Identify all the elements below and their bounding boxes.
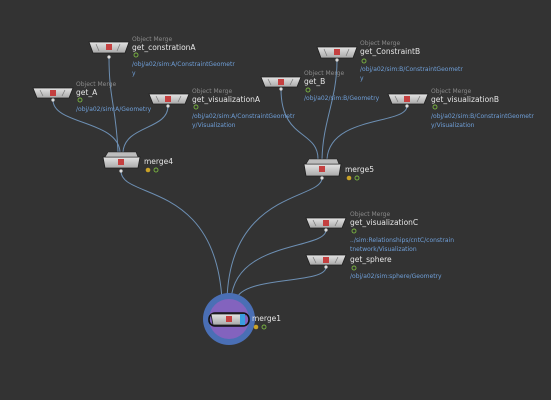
node-path-line: ../sim:Relationships/cntC/constrain xyxy=(350,237,455,244)
node-name-merge4[interactable]: merge4 xyxy=(144,157,174,166)
output-connector[interactable] xyxy=(166,104,170,108)
object-merge-icon xyxy=(323,257,329,263)
node-merge5[interactable] xyxy=(303,158,360,181)
node-path-line: /obj/a02/sim:B/ConstraintGeometr xyxy=(431,113,534,120)
node-name-get-visualizationC[interactable]: get_visualizationC xyxy=(350,218,419,227)
node-path-line: y xyxy=(132,70,136,77)
status-flag-icon xyxy=(432,104,438,110)
node-name-get-sphere[interactable]: get_sphere xyxy=(350,255,392,264)
output-connector[interactable] xyxy=(51,98,55,102)
node-type-label: Object Merge xyxy=(431,88,472,95)
node-name-get-ConstraintB[interactable]: get_ConstraintB xyxy=(360,47,421,56)
node-get-B[interactable] xyxy=(260,76,311,93)
node-type-label: Object Merge xyxy=(132,36,173,43)
node-get-A[interactable] xyxy=(32,87,83,103)
merge-icon xyxy=(319,166,325,172)
object-merge-icon xyxy=(106,44,112,50)
node-path-line: /obj/a02/sim:A/Geometry xyxy=(76,106,152,113)
output-connector[interactable] xyxy=(107,55,111,59)
node-path-line: tnetwork/Visualization xyxy=(350,246,417,253)
object-merge-icon xyxy=(334,49,340,55)
output-connector[interactable] xyxy=(279,87,283,91)
wire-merge5-to-merge1[interactable] xyxy=(226,177,323,301)
bypass-flag-icon xyxy=(145,167,151,173)
object-merge-icon xyxy=(404,96,410,102)
output-connector[interactable] xyxy=(335,58,339,62)
node-merge4[interactable] xyxy=(102,151,159,173)
wire-get-visualizationC-to-merge1[interactable] xyxy=(230,229,327,301)
node-name-merge5[interactable]: merge5 xyxy=(345,165,375,174)
node-type-label: Object Merge xyxy=(76,81,117,88)
node-type-label: Object Merge xyxy=(350,211,391,218)
merge-icon xyxy=(226,316,232,322)
status-flag-icon xyxy=(305,87,311,93)
node-path-line: y/Visualization xyxy=(431,122,475,129)
wire-get-constrationA-to-merge4[interactable] xyxy=(108,56,119,153)
node-path-line: y xyxy=(360,75,364,82)
node-type-label: Object Merge xyxy=(304,70,345,77)
node-type-label: Object Merge xyxy=(360,40,401,47)
node-name-merge1[interactable]: merge1 xyxy=(252,314,282,323)
object-merge-icon xyxy=(165,96,171,102)
wires xyxy=(52,56,408,301)
status-flag-icon xyxy=(351,265,357,271)
output-connector[interactable] xyxy=(320,176,324,180)
output-connector[interactable] xyxy=(324,265,328,269)
node-path-line: /obj/a02/sim:sphere/Geometry xyxy=(350,273,442,280)
node-get-visualizationB[interactable] xyxy=(387,93,438,110)
node-get-constrationA[interactable] xyxy=(88,41,139,59)
status-flag-icon xyxy=(77,97,83,103)
node-path-line: y/Visualization xyxy=(192,122,236,129)
render-flag-icon[interactable] xyxy=(240,314,245,325)
status-flag-icon xyxy=(361,58,367,64)
wire-get-visualizationB-to-merge5[interactable] xyxy=(326,105,408,160)
output-connector[interactable] xyxy=(119,169,123,173)
node-path-line: /obj/a02/sim:B/ConstraintGeometr xyxy=(360,66,463,73)
wire-get-sphere-to-merge1[interactable] xyxy=(235,266,327,301)
status-flag-icon xyxy=(153,167,159,173)
status-flag-icon xyxy=(354,175,360,181)
node-name-get-A[interactable]: get_A xyxy=(76,88,98,97)
wire-get-A-to-merge4[interactable] xyxy=(52,99,121,153)
output-connector[interactable] xyxy=(324,228,328,232)
node-merge1[interactable] xyxy=(203,293,267,345)
bypass-flag-icon xyxy=(346,175,352,181)
object-merge-icon xyxy=(323,220,329,226)
status-flag-icon xyxy=(351,228,357,234)
node-type-label: Object Merge xyxy=(192,88,233,95)
node-path-line: /obj/a02/sim:A/ConstraintGeometr xyxy=(192,113,295,120)
node-get-ConstraintB[interactable] xyxy=(316,46,367,64)
node-get-visualizationC[interactable] xyxy=(305,217,357,234)
wire-get-visualizationA-to-merge4[interactable] xyxy=(122,105,169,153)
status-flag-icon xyxy=(261,324,267,330)
node-name-get-constrationA[interactable]: get_constrationA xyxy=(132,43,196,52)
node-path-line: /obj/a02/sim:A/ConstraintGeometr xyxy=(132,61,235,68)
object-merge-icon xyxy=(50,90,56,96)
merge-icon xyxy=(118,159,124,165)
node-name-get-visualizationB[interactable]: get_visualizationB xyxy=(431,95,500,104)
wire-get-B-to-merge5[interactable] xyxy=(280,88,319,160)
node-get-visualizationA[interactable] xyxy=(148,93,199,110)
status-flag-icon xyxy=(193,104,199,110)
bypass-flag-icon xyxy=(253,324,259,330)
node-get-sphere[interactable] xyxy=(305,254,357,271)
node-path-line: /obj/a02/sim:B/Geometry xyxy=(304,95,380,102)
status-flag-icon xyxy=(133,52,139,58)
wire-get-ConstraintB-to-merge5[interactable] xyxy=(321,59,338,160)
node-name-get-B[interactable]: get_B xyxy=(304,77,326,86)
object-merge-icon xyxy=(278,79,284,85)
wire-merge4-to-merge1[interactable] xyxy=(120,170,223,301)
node-name-get-visualizationA[interactable]: get_visualizationA xyxy=(192,95,261,104)
output-connector[interactable] xyxy=(405,104,409,108)
